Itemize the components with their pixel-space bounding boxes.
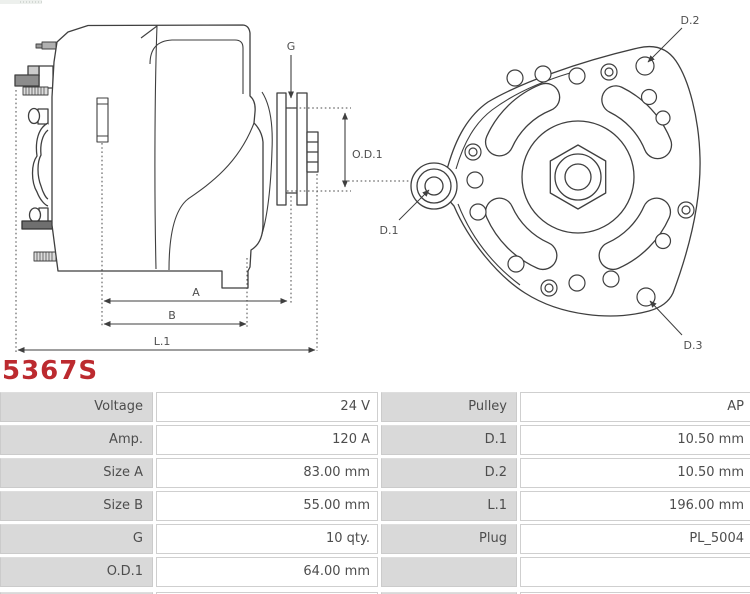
dimension-lines [17,55,348,353]
spec-value: 83.00 mm [156,458,378,488]
spec-label: Plug [381,524,517,554]
spec-label: D.2 [381,458,517,488]
threaded-stud-bottom [33,251,57,262]
spec-value: 120 A [156,425,378,455]
spec-value: 10.50 mm [520,458,750,488]
dim-label-d3: D.3 [684,339,703,352]
construction-lines [15,90,412,352]
dim-label-d2: D.2 [681,14,700,27]
dim-label-a: A [192,286,200,299]
spec-label: Pulley [381,392,517,422]
cropped-top-artifact [0,0,42,4]
spec-value: 64.00 mm [156,557,378,587]
dim-label-b: B [168,309,176,322]
dim-label-d1: D.1 [380,224,399,237]
spec-label: G [0,524,153,554]
side-view-diagram [14,24,319,289]
alternator-technical-drawing: G O.D.1 A B L.1 [14,14,703,353]
spec-value: 196.00 mm [520,491,750,521]
spec-value: 24 V [156,392,378,422]
shaft-nut-front [521,120,635,234]
spec-label: D.1 [381,425,517,455]
mounting-lug-d1 [410,162,458,210]
dim-label-l1: L.1 [154,335,171,348]
spec-value [520,592,750,594]
spec-label [381,592,517,594]
dim-label-od1: O.D.1 [352,148,383,161]
pointer-d3 [649,300,683,336]
front-view-diagram [410,45,701,317]
spec-label: Amp. [0,425,153,455]
table-row: G 10 qty. Plug PL_5004 [0,524,750,554]
dim-label-g: G [287,40,296,53]
table-row: O.D.1 64.00 mm [0,557,750,587]
spec-value: 10 qty. [156,524,378,554]
spec-label [0,592,153,594]
front-view-pointers [398,27,683,336]
pointer-d1 [398,189,430,221]
spec-value: PL_5004 [520,524,750,554]
table-row: Amp. 120 A D.1 10.50 mm [0,425,750,455]
table-row: Voltage 24 V Pulley AP [0,392,750,422]
table-row: Size A 83.00 mm D.2 10.50 mm [0,458,750,488]
spec-label: Size A [0,458,153,488]
spec-table: Voltage 24 V Pulley AP Amp. 120 A D.1 10… [0,392,750,594]
pointer-d2 [647,27,683,63]
spec-value [520,557,750,587]
vent-slots [484,82,673,271]
body-interior-lines [96,25,273,271]
spec-label: O.D.1 [0,557,153,587]
pulley-group [276,92,319,206]
spec-label: Size B [0,491,153,521]
vent-holes [464,56,695,307]
spec-value: AP [520,392,750,422]
spec-value: 10.50 mm [520,425,750,455]
spec-label: L.1 [381,491,517,521]
table-row: Size B 55.00 mm L.1 196.00 mm [0,491,750,521]
spec-label [381,557,517,587]
spec-value: 55.00 mm [156,491,378,521]
threaded-stud-top [22,86,49,96]
part-number: 5367S [2,356,99,386]
shaft-nut [306,131,319,173]
spec-value [156,592,378,594]
rear-bolts [14,41,57,262]
spec-label: Voltage [0,392,153,422]
table-row-partial [0,592,750,594]
alternator-body-outline [51,24,264,289]
